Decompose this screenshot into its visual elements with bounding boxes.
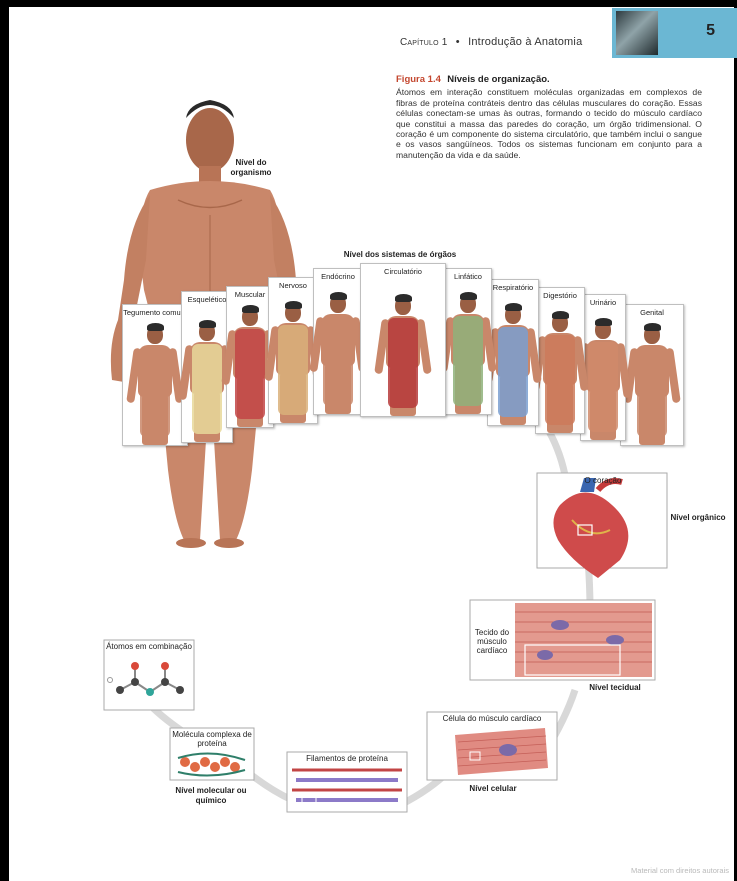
system-label: Esquelético — [182, 295, 232, 304]
system-panel: Linfático — [444, 268, 492, 415]
system-figure — [583, 320, 623, 440]
organ-level-label: Nível orgânico — [668, 513, 728, 523]
system-panel: Nervoso — [268, 277, 318, 424]
cell-label: Célula do músculo cardíaco — [429, 714, 555, 723]
molecular-level-label: Nível molecular ou químico — [166, 786, 256, 805]
filaments-label: Filamentos de proteína — [289, 754, 405, 763]
cellular-level-label: Nível celular — [458, 784, 528, 794]
system-panel: Genital — [620, 304, 684, 446]
system-panel: Endócrino — [313, 268, 363, 415]
system-figure — [383, 296, 423, 416]
system-label: Digestório — [536, 291, 584, 300]
system-panel: Urinário — [580, 294, 626, 441]
system-figure — [540, 313, 580, 433]
heart-illustration — [537, 473, 667, 578]
system-label: Linfático — [445, 272, 491, 281]
system-label: Tegumento comum — [123, 308, 187, 317]
system-figure — [230, 307, 270, 427]
tissue-label: Tecido do músculo cardíaco — [472, 628, 512, 655]
system-panel: Respiratório — [487, 279, 539, 426]
system-label: Muscular — [227, 290, 273, 299]
organism-level-label: Nível do organismo — [226, 158, 276, 177]
system-figure — [632, 325, 672, 445]
system-figure — [318, 294, 358, 414]
system-panel: Tegumento comum — [122, 304, 188, 446]
systems-level-title: Nível dos sistemas de órgãos — [320, 250, 480, 260]
system-label: Urinário — [581, 298, 625, 307]
system-label: Nervoso — [269, 281, 317, 290]
tissue-level-label: Nível tecidual — [580, 683, 650, 693]
heart-label: O coração — [578, 476, 628, 485]
system-panel: Digestório — [535, 287, 585, 434]
watermark: Material com direitos autorais — [631, 866, 729, 875]
system-label: Endócrino — [314, 272, 362, 281]
system-figure — [448, 294, 488, 414]
system-label: Genital — [621, 308, 683, 317]
system-panel: Circulatório — [360, 263, 446, 417]
system-figure — [273, 303, 313, 423]
molecule-label: Molécula complexa de proteína — [172, 730, 252, 748]
system-figure — [135, 325, 175, 445]
atoms-label: Átomos em combinação — [106, 642, 192, 651]
system-figure — [493, 305, 533, 425]
system-label: Circulatório — [361, 267, 445, 276]
system-label: Respiratório — [488, 283, 538, 292]
